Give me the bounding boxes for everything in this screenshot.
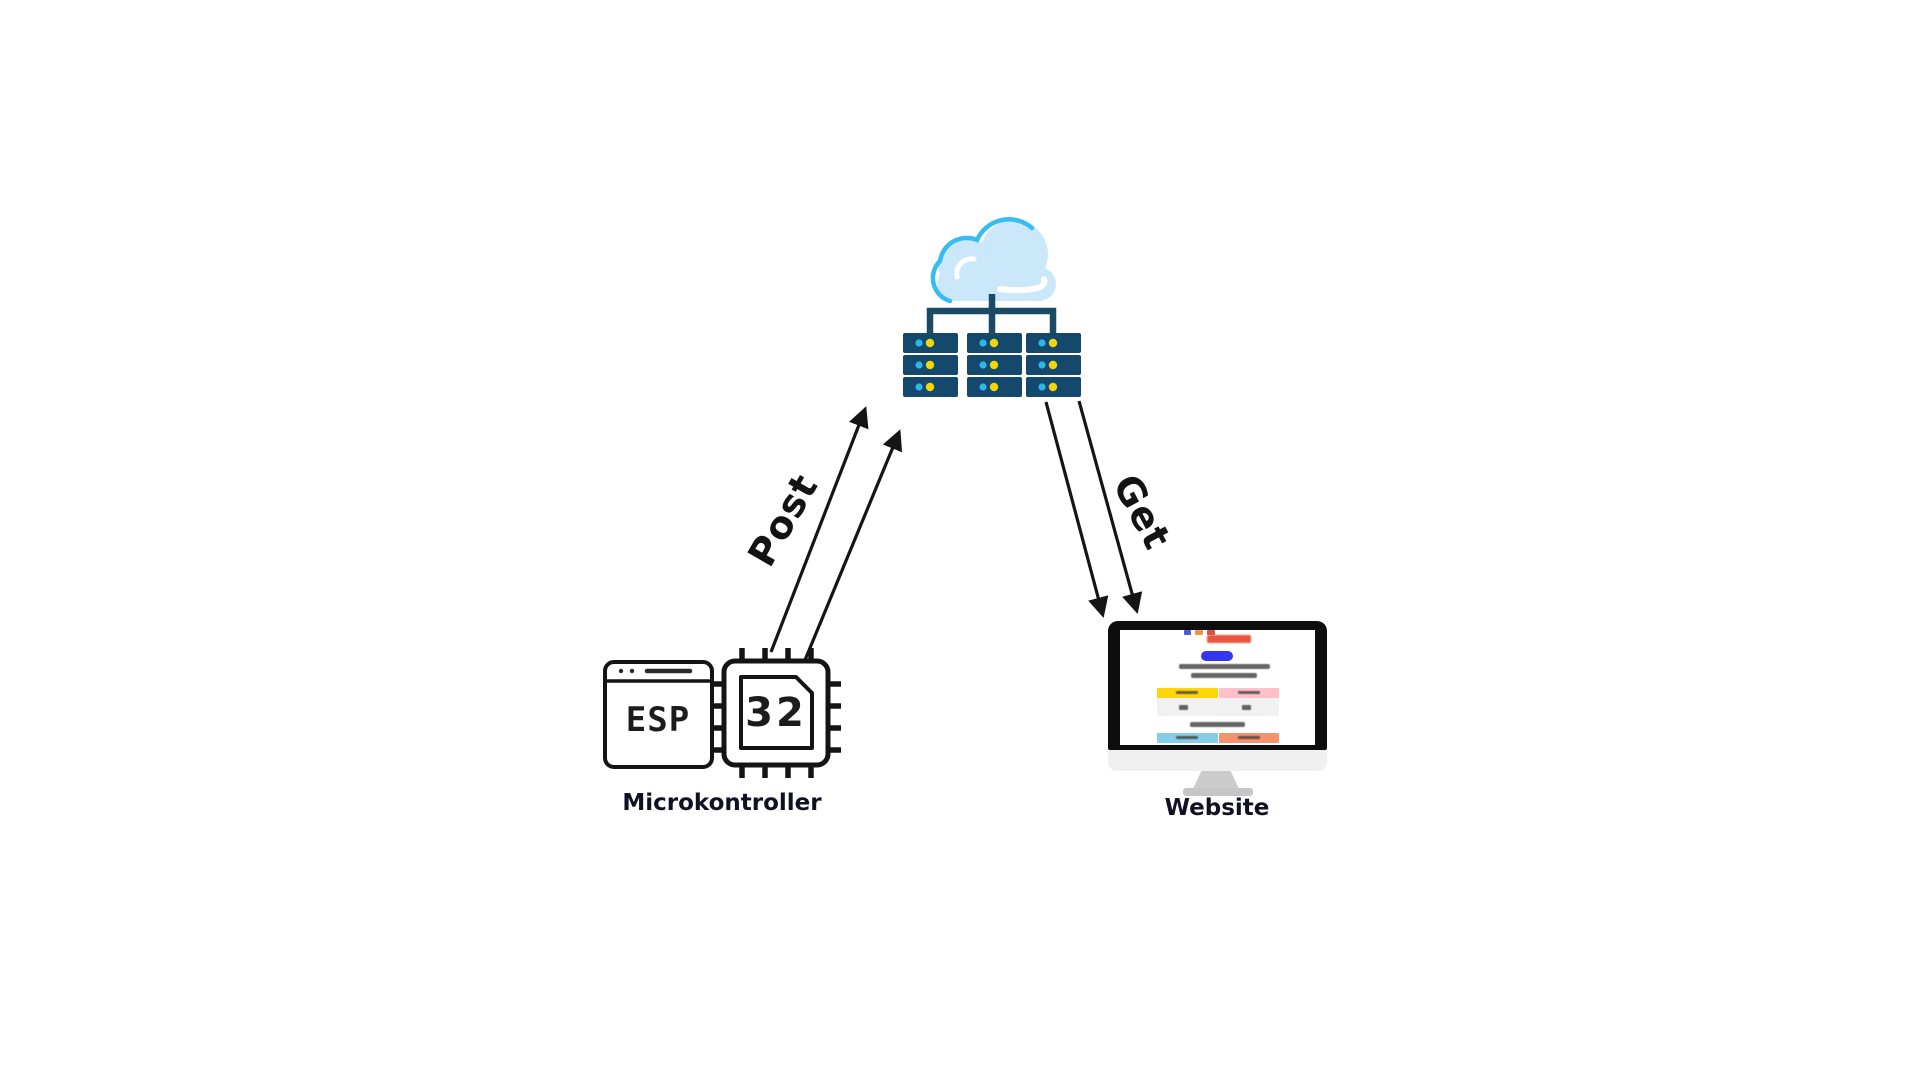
led-yellow	[925, 338, 935, 348]
mini-value-text	[1179, 705, 1188, 710]
cloud-highlight-swoosh	[997, 276, 1048, 294]
mini-text-line	[1179, 664, 1270, 669]
led-cyan	[915, 361, 923, 369]
mini-cell-text	[1238, 691, 1260, 694]
monitor-frame	[1108, 621, 1327, 750]
led-yellow	[925, 360, 935, 370]
website-caption: Website	[1164, 795, 1270, 821]
led-yellow	[989, 360, 999, 370]
mini-logo-mark-orange	[1195, 630, 1203, 635]
led-cyan	[915, 383, 923, 391]
led-cyan	[979, 383, 987, 391]
mini-text-line	[1191, 673, 1257, 678]
mini-cell-text	[1176, 691, 1198, 694]
mini-page-title-red	[1207, 635, 1251, 643]
connector-lines	[926, 294, 1057, 334]
chip-number-text: 32	[745, 690, 807, 736]
get-arrow-1	[1044, 401, 1109, 619]
mini-cell-text	[1176, 736, 1198, 739]
cloud-outline	[930, 217, 1035, 304]
mini-cell-text	[1238, 736, 1260, 739]
mini-footer-cell-cyan	[1157, 733, 1218, 743]
mini-logo-mark-red	[1207, 630, 1215, 635]
connector-bus	[926, 307, 1057, 334]
mini-header-cell-pink	[1219, 688, 1279, 698]
mini-logo-mark-blue	[1184, 630, 1191, 635]
microcontroller-caption: Microkontroller	[622, 790, 822, 816]
mini-value-panel	[1157, 698, 1279, 716]
led-cyan	[1038, 361, 1046, 369]
mini-value-text	[1242, 705, 1251, 710]
cloud-highlight-arc	[954, 256, 977, 280]
flow-arrows	[769, 400, 1143, 661]
led-cyan	[979, 361, 987, 369]
led-yellow	[1048, 360, 1058, 370]
esp-chip: 32	[721, 658, 831, 768]
led-yellow	[989, 382, 999, 392]
cloud-icon	[930, 217, 1056, 304]
monitor-stand-neck	[1193, 771, 1239, 789]
server-tower	[967, 333, 1022, 397]
esp32-icon: ESP 32	[603, 648, 841, 778]
led-yellow	[925, 382, 935, 392]
chip-die	[739, 675, 814, 750]
led-cyan	[915, 339, 923, 347]
get-arrow-2	[1077, 400, 1143, 615]
mini-text-line	[1190, 722, 1245, 727]
server-tower	[1026, 333, 1081, 397]
monitor-screen	[1120, 630, 1315, 745]
server-tower	[903, 333, 958, 397]
server-rack	[903, 333, 1081, 397]
led-cyan	[979, 339, 987, 347]
monitor-chin	[1108, 750, 1327, 771]
esp-window: ESP	[603, 660, 714, 769]
mini-blue-button	[1201, 651, 1233, 661]
mini-header-cell-yellow	[1157, 688, 1218, 698]
led-cyan	[1038, 383, 1046, 391]
esp-text: ESP	[626, 700, 690, 740]
monitor-stand-base	[1183, 788, 1253, 796]
post-arrow-2	[803, 429, 903, 661]
led-cyan	[1038, 339, 1046, 347]
led-yellow	[989, 338, 999, 348]
led-yellow	[1048, 338, 1058, 348]
window-dot	[629, 668, 635, 674]
post-arrow-1	[769, 406, 869, 653]
window-dot	[618, 668, 624, 674]
led-yellow	[1048, 382, 1058, 392]
mini-footer-cell-orange	[1219, 733, 1279, 743]
